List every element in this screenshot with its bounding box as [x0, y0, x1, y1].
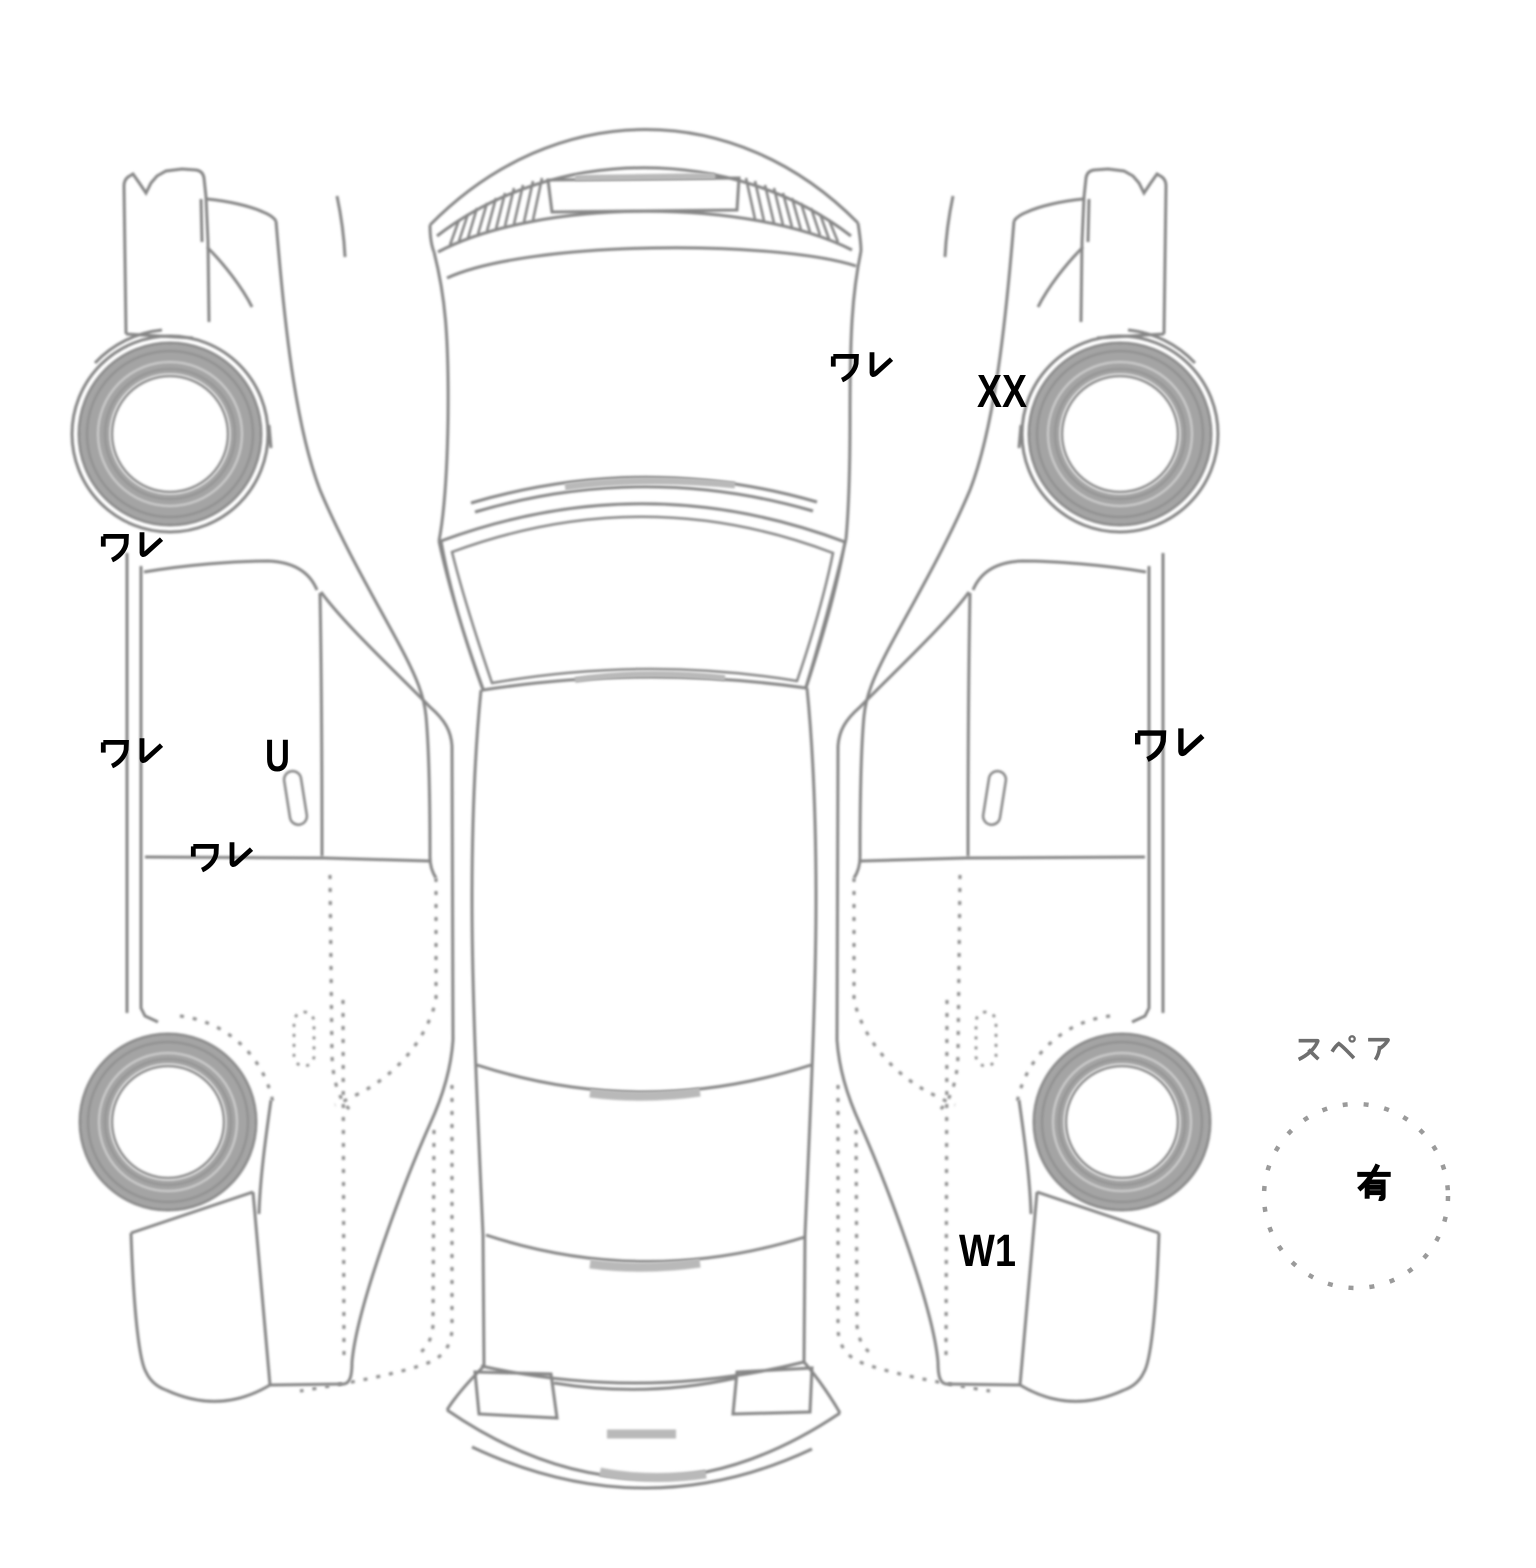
svg-text:XX: XX — [977, 365, 1027, 417]
svg-text:W1: W1 — [959, 1225, 1016, 1276]
svg-text:U: U — [265, 730, 290, 781]
